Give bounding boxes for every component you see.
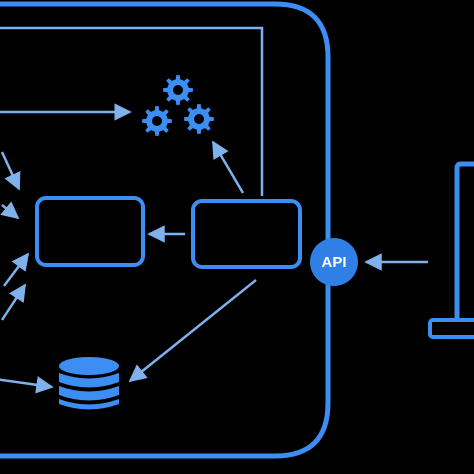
- arrow-offscreen-1: [0, 151, 21, 191]
- arrow-to-database-left: [0, 376, 54, 394]
- arrow-to-gears-right: [211, 140, 245, 194]
- left-process-box: [35, 196, 145, 267]
- arrow-offscreen-4: [0, 283, 27, 321]
- system-boundary: [0, 1, 331, 459]
- external-client-base: [428, 318, 474, 339]
- arrow-offscreen-2: [0, 201, 20, 220]
- api-label: API: [321, 254, 346, 271]
- feedback-path: [0, 26, 264, 196]
- arrow-to-database-right: [128, 279, 257, 383]
- database-icon: [59, 357, 119, 410]
- right-process-box: [191, 199, 302, 269]
- gears-icon: [142, 75, 214, 136]
- api-badge: API: [310, 238, 358, 286]
- external-client-frame: [454, 161, 474, 322]
- arrow-offscreen-3: [3, 252, 30, 287]
